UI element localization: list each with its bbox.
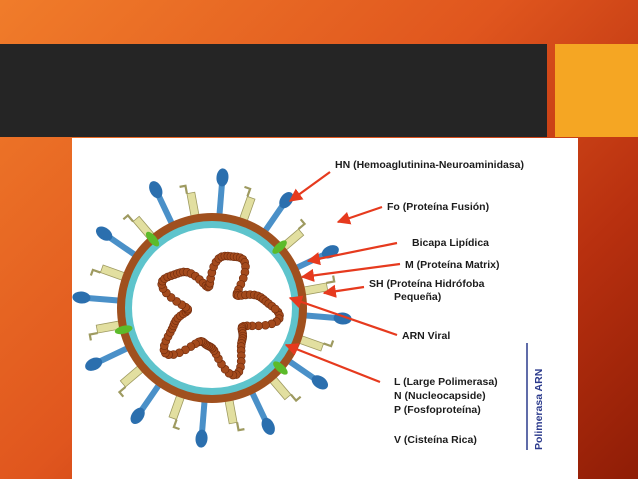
- arrow-arn: [288, 295, 398, 337]
- fusion-tip: [297, 218, 307, 230]
- label-v: V (Cisteína Rica): [394, 434, 477, 446]
- label-bicapa: Bicapa Lipídica: [412, 237, 489, 249]
- arrow-sh: [322, 284, 365, 298]
- hn-protein: [285, 357, 329, 390]
- hn-stalk: [302, 312, 337, 321]
- surface-proteins: [72, 168, 352, 448]
- arrow-fo: [336, 205, 383, 225]
- fusion-tip: [179, 184, 188, 194]
- hn-head: [195, 429, 208, 448]
- label-l: L (Large Polimerasa): [394, 376, 498, 388]
- hn-protein: [248, 388, 275, 435]
- hn-stalk: [107, 234, 139, 259]
- arrow-m: [300, 262, 401, 282]
- virus-structure-diagram: HN (Hemoaglutinina-Neuroaminidasa) Fo (P…: [72, 159, 545, 450]
- fusion-tip: [89, 268, 101, 276]
- rna-bead: [270, 304, 280, 314]
- fusion-tip: [244, 185, 252, 197]
- hn-stalk: [87, 295, 122, 304]
- fusion-tip: [290, 393, 302, 403]
- hn-stalk: [97, 344, 132, 365]
- hn-stalk: [155, 193, 176, 228]
- hn-stalk: [216, 183, 225, 218]
- sh-protein: [145, 231, 160, 247]
- hn-head: [311, 375, 329, 390]
- sh-proteins: [114, 231, 288, 375]
- arrow-polimerasa: [284, 343, 381, 384]
- hn-stalk: [285, 357, 317, 382]
- hn-stalk: [199, 398, 208, 433]
- hn-head: [216, 168, 229, 187]
- hn-head: [149, 181, 163, 199]
- virus-interior: [132, 228, 292, 388]
- label-hn: HN (Hemoaglutinina-Neuroaminidasa): [335, 159, 524, 171]
- hn-stalk: [138, 381, 163, 413]
- title-bar: [0, 44, 547, 137]
- hn-head: [85, 357, 103, 371]
- fusion-tip: [323, 340, 335, 348]
- label-fo: Fo (Proteína Fusión): [387, 201, 489, 213]
- hn-head: [72, 291, 91, 304]
- fusion-tip: [326, 275, 336, 284]
- virus-diagram-panel: HN (Hemoaglutinina-Neuroaminidasa) Fo (P…: [72, 138, 578, 479]
- fusion-protein: [88, 320, 124, 341]
- label-p: P (Fosfoproteína): [394, 404, 481, 416]
- hn-protein: [72, 291, 122, 304]
- label-sh-line2: Pequeña): [394, 291, 441, 303]
- hn-stalk: [261, 203, 286, 235]
- pointer-arrows: [284, 171, 401, 384]
- arrow-hn: [288, 171, 331, 202]
- sh-protein: [272, 240, 287, 254]
- fusion-tip: [117, 386, 127, 398]
- arrow-bicapa: [306, 241, 398, 266]
- viral-rna-chain: [157, 251, 284, 380]
- hn-protein: [216, 168, 229, 218]
- fusion-tip: [88, 332, 98, 341]
- hn-protein: [130, 381, 163, 425]
- label-arn: ARN Viral: [402, 330, 450, 342]
- accent-square: [555, 44, 638, 137]
- fusion-tip: [122, 213, 134, 223]
- hn-head: [261, 417, 275, 435]
- hn-stalk: [248, 388, 269, 423]
- label-n: N (Nucleocapside): [394, 390, 486, 402]
- hn-head: [130, 407, 145, 425]
- hn-protein: [195, 398, 208, 448]
- sh-protein: [273, 361, 288, 375]
- fusion-tip: [236, 422, 245, 432]
- label-sh-line1: SH (Proteína Hidrófoba: [369, 278, 485, 290]
- hn-protein: [95, 226, 139, 259]
- hn-protein: [85, 344, 132, 371]
- sh-protein: [114, 325, 133, 335]
- label-polimerasa-arn: Polimerasa ARN: [533, 369, 545, 450]
- hn-head: [95, 226, 113, 241]
- fusion-tip: [172, 419, 180, 431]
- label-m: M (Proteína Matrix): [405, 259, 500, 271]
- fusion-protein: [267, 374, 302, 403]
- hn-protein: [149, 181, 176, 228]
